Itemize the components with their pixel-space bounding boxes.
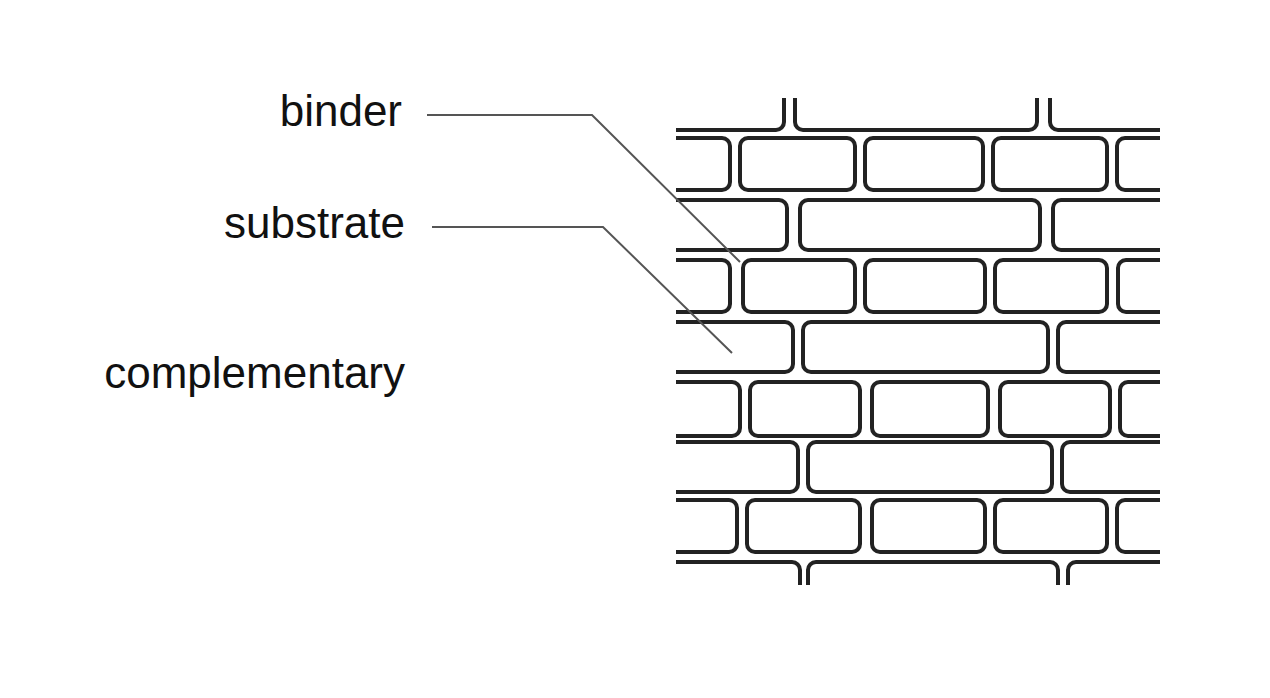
leader-line <box>427 115 740 262</box>
leader-line <box>432 227 732 353</box>
bricks <box>676 98 1160 585</box>
part-label: substrate <box>224 201 405 245</box>
part-label: binder <box>280 89 402 133</box>
part-label: complementary <box>104 351 405 395</box>
